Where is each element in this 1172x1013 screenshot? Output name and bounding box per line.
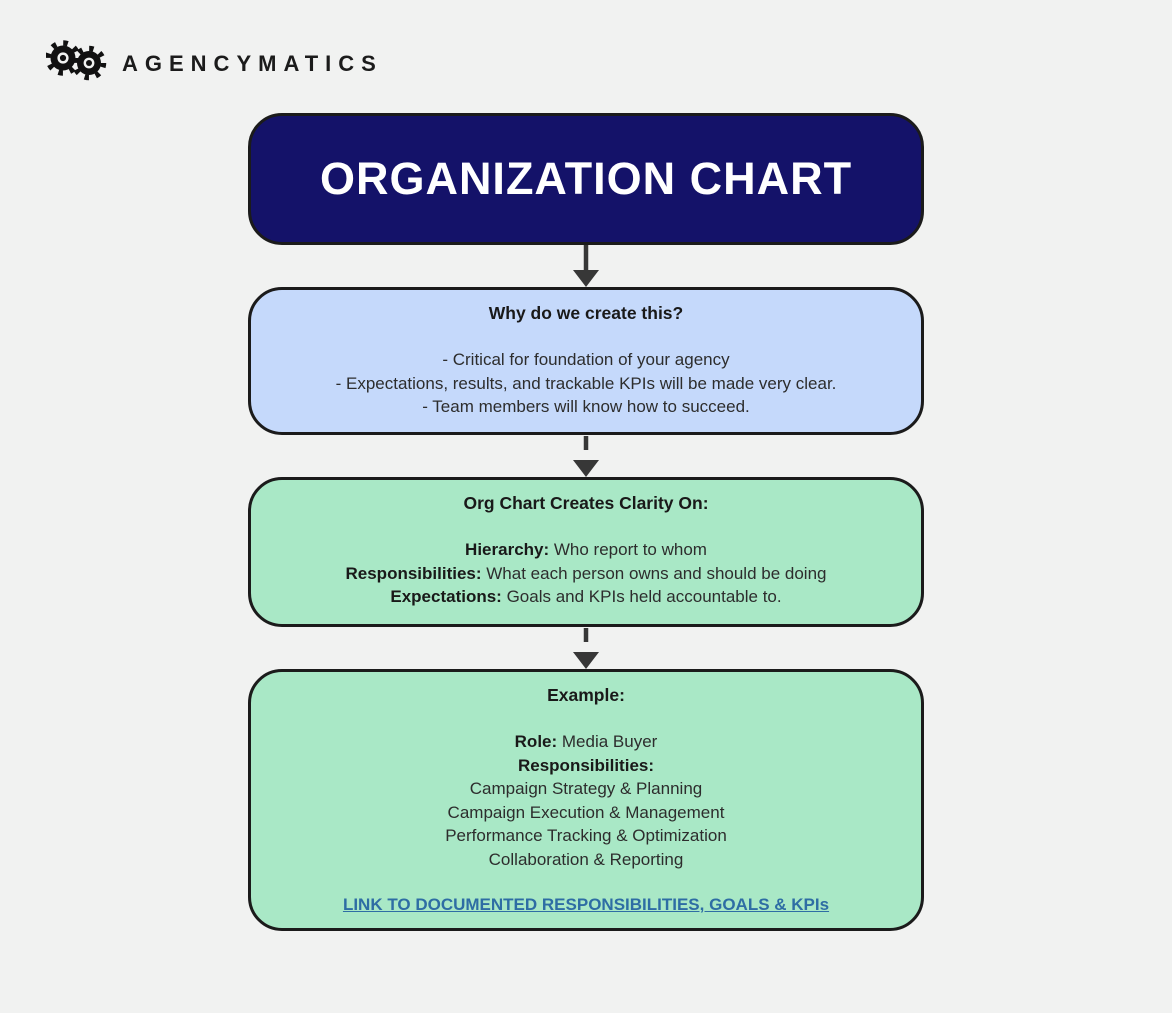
agencymatics-logo: AGENCYMATICS [45,38,383,89]
logo-wordmark: AGENCYMATICS [122,50,383,76]
clarity-line: Hierarchy: Who report to whom [465,540,707,559]
example-responsibility: Collaboration & Reporting [488,849,684,869]
example-heading: Example: [547,685,625,705]
example-responsibility: Performance Tracking & Optimization [445,826,727,845]
example-responsibility: Campaign Strategy & Planning [469,779,703,798]
clarity-line: Expectations: Goals and KPIs held accoun… [390,587,782,606]
why-line: - Critical for foundation of your agency [442,350,730,369]
example-node: Example: Role: Media Buyer Responsibilit… [248,669,924,931]
why-heading: Why do we create this? [488,303,684,323]
why-line: - Expectations, results, and trackable K… [335,373,837,393]
title-node: ORGANIZATION CHART [248,113,924,245]
example-responsibilities-label: Responsibilities: [517,755,655,775]
clarity-heading: Org Chart Creates Clarity On: [463,493,709,513]
why-line: - Team members will know how to succeed. [422,397,750,416]
page-title: ORGANIZATION CHART [319,153,853,204]
arrow-down-2 [566,435,606,477]
documented-responsibilities-link[interactable]: LINK TO DOCUMENTED RESPONSIBILITIES, GOA… [342,895,830,914]
example-role: Role: Media Buyer [514,732,658,751]
why-node: Why do we create this? - Critical for fo… [248,287,924,435]
clarity-line: Responsibilities: What each person owns … [345,563,827,583]
arrow-down-3 [566,627,606,669]
example-responsibility: Campaign Execution & Management [447,802,725,822]
double-gear-icon [45,38,108,89]
arrow-down-1 [566,245,606,287]
org-chart-flow: ORGANIZATION CHART Why do we create this… [248,113,924,931]
clarity-node: Org Chart Creates Clarity On: Hierarchy:… [248,477,924,627]
